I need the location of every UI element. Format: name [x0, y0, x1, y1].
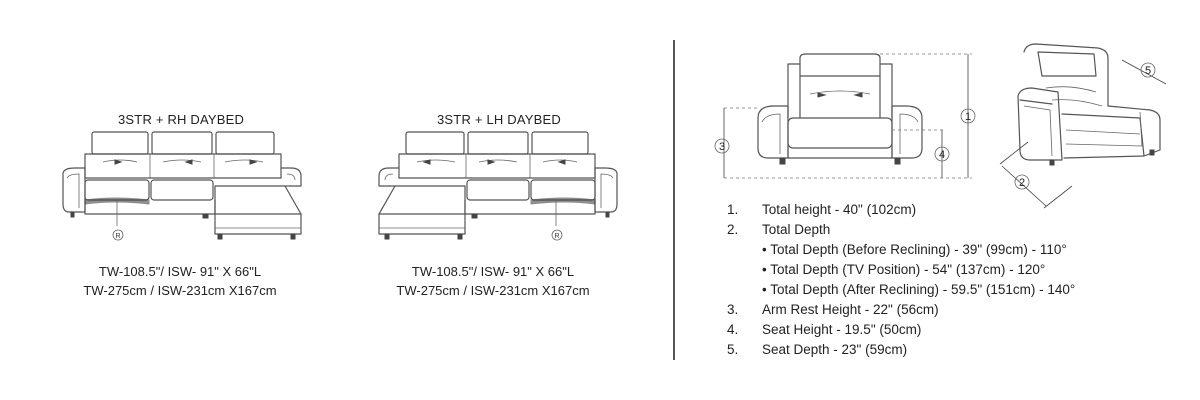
left-sofa-dimensions: TW-108.5"/ ISW- 91" X 66"L TW-275cm / IS… — [80, 262, 280, 300]
spec-number: 1. — [727, 202, 739, 217]
left-dims-metric: TW-275cm / ISW-231cm X167cm — [83, 283, 277, 298]
spec-number: 3. — [727, 302, 739, 317]
spec-item-4: 4. Seat Height - 19.5" (50cm) — [727, 320, 1075, 340]
spec-item-1: 1. Total height - 40" (102cm) — [727, 200, 1075, 220]
recliner-front-drawing: 3 4 1 — [714, 53, 976, 179]
spec-number: 5. — [727, 342, 739, 357]
right-sofa-drawing: R — [378, 131, 618, 241]
callout-5: 5 — [1145, 65, 1151, 77]
spec-sub-item: • Total Depth (Before Reclining) - 39" (… — [762, 242, 1067, 257]
recliner-angle-drawing: 5 2 — [999, 43, 1167, 209]
spec-text: Seat Depth - 23" (59cm) — [762, 342, 908, 357]
spec-text: Total height - 40" (102cm) — [762, 202, 917, 217]
callout-2: 2 — [1019, 177, 1025, 189]
right-dims-imperial: TW-108.5"/ ISW- 91" X 66"L — [411, 264, 575, 279]
spec-sub-item: • Total Depth (After Reclining) - 59.5" … — [762, 282, 1076, 297]
spec-list: 1. Total height - 40" (102cm) 2. Total Dep… — [727, 200, 1075, 360]
spec-number: 4. — [727, 322, 739, 337]
right-dims-metric: TW-275cm / ISW-231cm X167cm — [396, 283, 590, 298]
vertical-divider — [673, 40, 675, 360]
spec-item-3: 3. Arm Rest Height - 22" (56cm) — [727, 300, 1075, 320]
right-recliner-marker: R — [554, 233, 559, 240]
spec-item-5: 5. Seat Depth - 23" (59cm) — [727, 340, 1075, 360]
right-sofa-title: 3STR + LH DAYBED — [437, 112, 561, 127]
spec-text: Seat Height - 19.5" (50cm) — [762, 322, 922, 337]
right-sofa-dimensions: TW-108.5"/ ISW- 91" X 66"L TW-275cm / IS… — [393, 262, 593, 300]
callout-1: 1 — [965, 111, 971, 123]
left-sofa-drawing: R — [62, 131, 302, 241]
spec-number: 2. — [727, 222, 739, 237]
spec-sub-item: • Total Depth (TV Position) - 54" (137cm… — [762, 262, 1046, 277]
left-recliner-marker: R — [115, 233, 120, 240]
spec-text: Total Depth — [762, 222, 831, 237]
left-dims-imperial: TW-108.5"/ ISW- 91" X 66"L — [98, 264, 262, 279]
spec-text: Arm Rest Height - 22" (56cm) — [762, 302, 939, 317]
spec-item-2: 2. Total Depth — [727, 220, 1075, 240]
left-sofa-title: 3STR + RH DAYBED — [118, 112, 245, 127]
callout-4: 4 — [939, 149, 945, 161]
callout-3: 3 — [719, 141, 725, 153]
